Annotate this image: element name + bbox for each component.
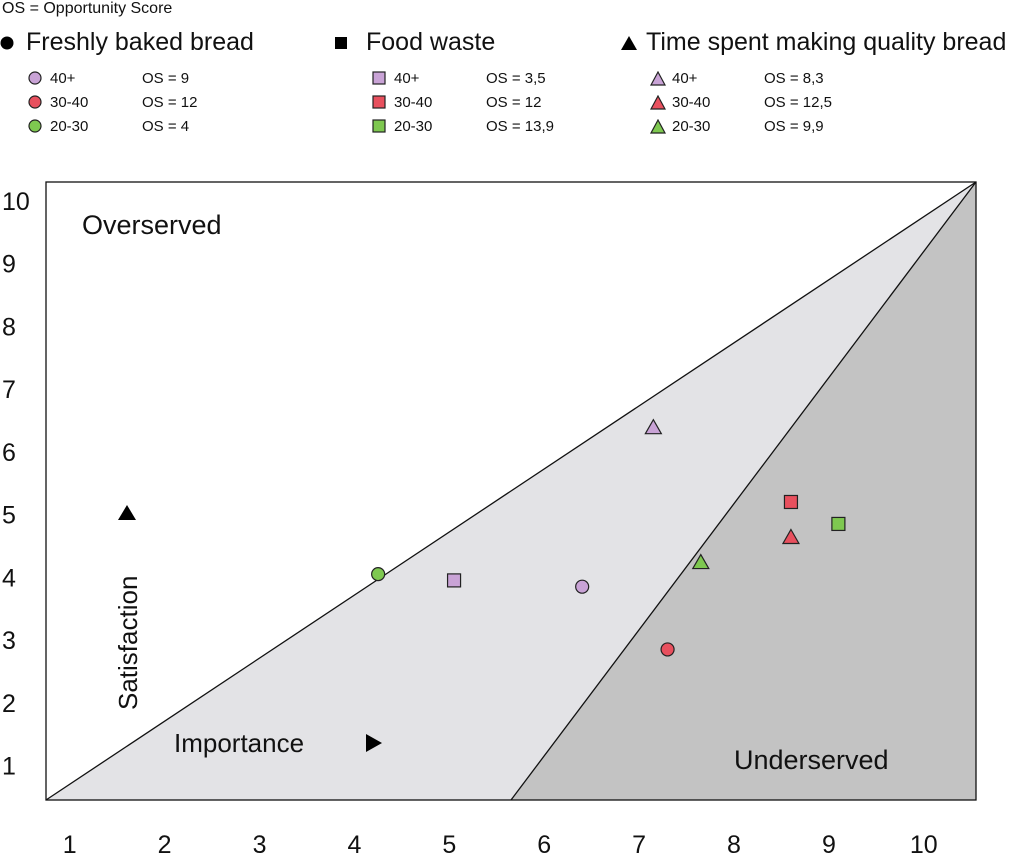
legend-os: OS = 12 — [486, 94, 542, 111]
legend-entry: 30-40 OS = 12,5 — [650, 92, 890, 116]
legend-entry: 40+ OS = 3,5 — [372, 68, 612, 92]
legend-group-time-spent: Time spent making quality bread 40+ OS =… — [620, 28, 1007, 135]
x-tick-label: 9 — [822, 831, 836, 859]
y-axis-label: Satisfaction — [113, 576, 143, 710]
legend-group-bread: Freshly baked bread 40+ OS = 9 30-40 OS … — [0, 28, 254, 135]
legend-age: 40+ — [50, 70, 76, 87]
legend-title-food-waste: Food waste — [366, 28, 496, 56]
overserved-boundary-line — [45, 181, 977, 801]
overserved-label: Overserved — [82, 210, 222, 240]
x-tick-label: 8 — [727, 831, 741, 859]
legend-age: 30-40 — [672, 94, 711, 111]
legend-os: OS = 12 — [142, 94, 198, 111]
data-point — [575, 579, 590, 594]
legend-os: OS = 3,5 — [486, 70, 546, 87]
legend-age: 20-30 — [672, 118, 711, 135]
x-tick-label: 5 — [442, 831, 456, 859]
x-axis-label: Importance — [174, 728, 304, 758]
legend-group-food-waste: Food waste 40+ OS = 3,5 30-40 OS = 12 20… — [334, 28, 554, 135]
arrow-up-icon — [118, 505, 136, 520]
legend-entry: 30-40 OS = 12 — [28, 92, 268, 116]
y-tick-label: 6 — [2, 439, 16, 467]
underserved-boundary-line — [510, 181, 977, 801]
y-tick-label: 7 — [2, 376, 16, 404]
x-tick-label: 10 — [910, 831, 938, 859]
y-tick-label: 5 — [2, 502, 16, 530]
legend-age: 40+ — [672, 70, 698, 87]
y-tick-label: 1 — [2, 752, 16, 780]
legend-os: OS = 9,9 — [764, 118, 824, 135]
y-tick-label: 9 — [2, 251, 16, 279]
legend-age: 40+ — [394, 70, 420, 87]
circle-icon — [28, 71, 42, 85]
legend-os: OS = 4 — [142, 118, 190, 135]
triangle-icon — [650, 95, 666, 110]
legend-entry: 40+ OS = 9 — [28, 68, 268, 92]
triangle-icon — [650, 119, 666, 134]
legend-entry: 40+ OS = 8,3 — [650, 68, 890, 92]
legend-age: 30-40 — [50, 94, 89, 111]
x-tick-label: 3 — [253, 831, 267, 859]
square-icon — [372, 71, 386, 85]
circle-icon — [0, 36, 14, 49]
y-tick-label: 3 — [2, 627, 16, 655]
x-tick-label: 6 — [537, 831, 551, 859]
x-tick-label: 1 — [63, 831, 77, 859]
data-point — [446, 573, 462, 588]
chart-regions — [45, 181, 977, 801]
circle-icon — [28, 95, 42, 109]
y-tick-label: 2 — [2, 690, 16, 718]
y-axis-ticks: 1 2 3 4 5 6 7 8 9 10 — [2, 188, 30, 781]
legend-os: OS = 13,9 — [486, 118, 554, 135]
legend-title-time-spent: Time spent making quality bread — [646, 28, 1007, 56]
legend-age: 30-40 — [394, 94, 433, 111]
square-icon — [372, 95, 386, 109]
plot-border — [45, 181, 977, 801]
y-tick-label: 8 — [2, 313, 16, 341]
data-point — [371, 567, 386, 582]
legend-entry: 20-30 OS = 4 — [28, 116, 268, 140]
legend-entry: 30-40 OS = 12 — [372, 92, 612, 116]
data-point — [831, 516, 846, 532]
legend-age: 20-30 — [50, 118, 89, 135]
y-tick-label: 4 — [2, 564, 16, 592]
x-tick-label: 2 — [158, 831, 172, 859]
data-point — [781, 528, 800, 545]
data-points — [371, 418, 846, 657]
legend-os: OS = 8,3 — [764, 70, 824, 87]
circle-icon — [28, 119, 42, 133]
legend-title-bread: Freshly baked bread — [26, 28, 254, 56]
arrow-right-icon — [366, 734, 382, 752]
legend-entry: 20-30 OS = 9,9 — [650, 116, 890, 140]
data-point — [691, 553, 710, 570]
legend-age: 20-30 — [394, 118, 433, 135]
y-tick-label: 10 — [2, 188, 30, 216]
data-point — [644, 418, 663, 435]
x-tick-label: 4 — [347, 831, 361, 859]
legend-os: OS = 9 — [142, 70, 190, 87]
legend-entry: 20-30 OS = 13,9 — [372, 116, 612, 140]
data-point — [783, 494, 799, 510]
x-axis-ticks: 1 2 3 4 5 6 7 8 9 10 — [63, 831, 938, 859]
square-icon — [372, 119, 386, 133]
legend-os: OS = 12,5 — [764, 94, 832, 111]
x-tick-label: 7 — [632, 831, 646, 859]
data-point — [660, 642, 675, 657]
underserved-label: Underserved — [734, 745, 889, 775]
triangle-icon — [650, 71, 666, 86]
square-icon — [335, 36, 347, 49]
abbreviation-note: OS = Opportunity Score — [2, 0, 173, 17]
triangle-icon — [621, 35, 637, 50]
